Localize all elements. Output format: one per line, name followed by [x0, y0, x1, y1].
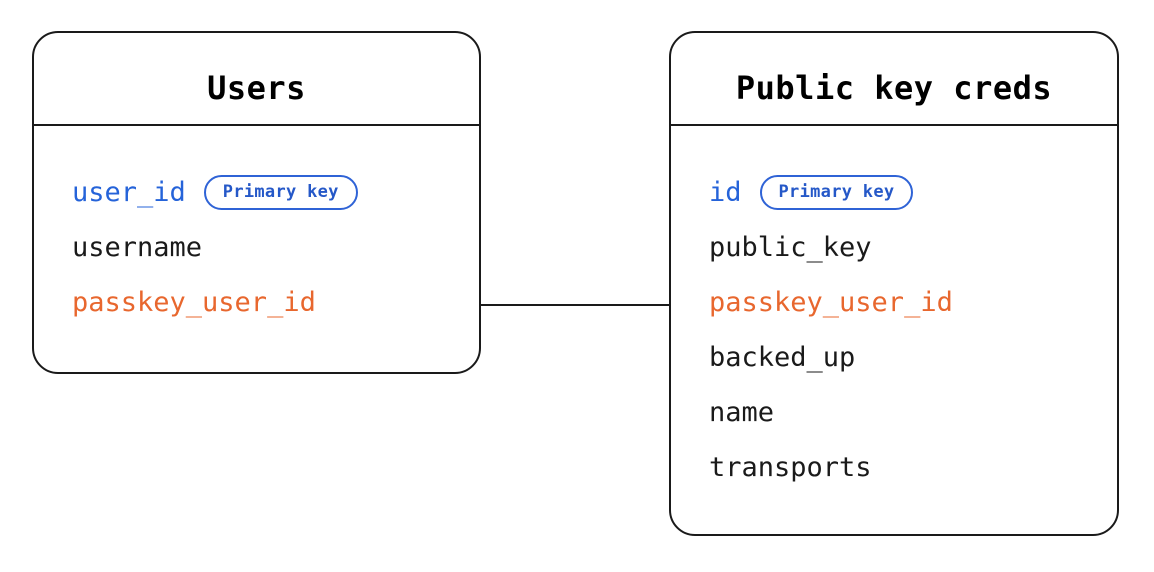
field-row-id[interactable]: id Primary key [709, 165, 1107, 220]
field-row-backed-up[interactable]: backed_up [709, 330, 1107, 385]
field-row-name[interactable]: name [709, 385, 1107, 440]
field-row-public-key[interactable]: public_key [709, 220, 1107, 275]
primary-key-badge: Primary key [203, 175, 358, 210]
field-row-passkey-user-id[interactable]: passkey_user_id [709, 275, 1107, 330]
entity-box-users[interactable]: Users user_id Primary key username passk… [32, 31, 481, 374]
entity-header-divider [32, 124, 481, 126]
entity-header-divider [669, 124, 1119, 126]
entity-title-users: Users [207, 69, 306, 107]
field-name-passkey-user-id: passkey_user_id [709, 287, 953, 318]
field-row-passkey-user-id[interactable]: passkey_user_id [72, 275, 469, 330]
primary-key-badge: Primary key [759, 175, 914, 210]
field-name-username: username [72, 232, 203, 263]
relationship-connector-line [480, 304, 671, 306]
entity-title-public-key-creds: Public key creds [735, 69, 1053, 107]
field-name-name: name [709, 397, 775, 428]
field-name-id: id [709, 177, 742, 208]
field-list-public-key-creds: id Primary key public_key passkey_user_i… [709, 165, 1107, 495]
field-row-user-id[interactable]: user_id Primary key [72, 165, 469, 220]
entity-box-public-key-creds[interactable]: Public key creds id Primary key public_k… [669, 31, 1119, 536]
field-row-transports[interactable]: transports [709, 440, 1107, 495]
field-list-users: user_id Primary key username passkey_use… [72, 165, 469, 330]
field-name-public-key: public_key [709, 232, 872, 263]
field-row-username[interactable]: username [72, 220, 469, 275]
field-name-transports: transports [709, 452, 872, 483]
field-name-passkey-user-id: passkey_user_id [72, 287, 316, 318]
field-name-user-id: user_id [72, 177, 186, 208]
field-name-backed-up: backed_up [709, 342, 856, 373]
